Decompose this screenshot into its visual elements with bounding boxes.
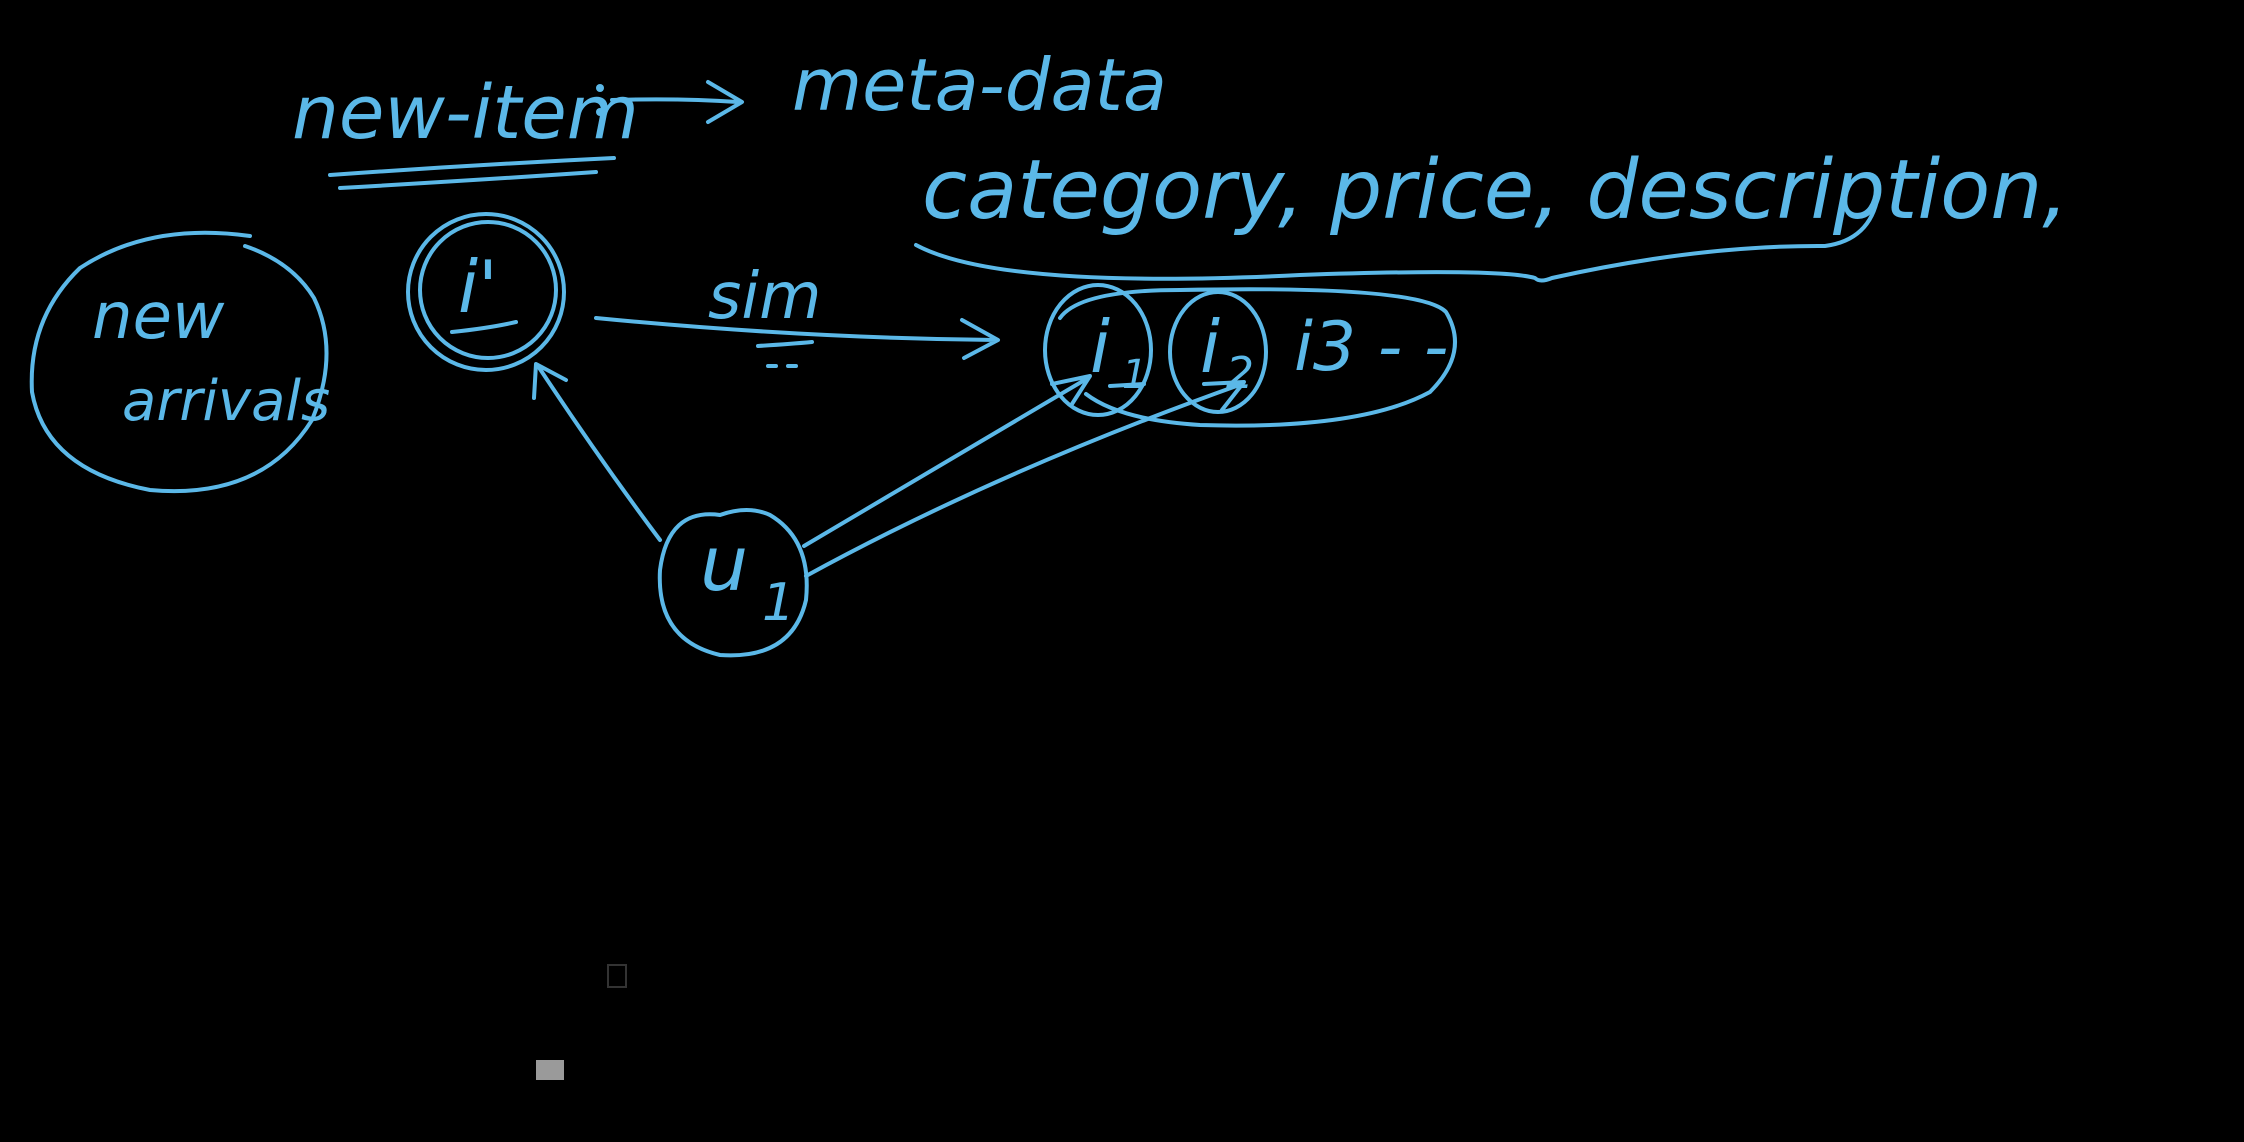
items-enclosure: [1058, 287, 1457, 428]
user-to-new-item-arrow: [532, 362, 662, 542]
item3-label: i3 - -: [1294, 308, 1448, 387]
sim-group: sim: [594, 260, 1000, 368]
user-to-item1-arrow: [802, 374, 1092, 548]
new-arrivals-circle: [29, 230, 329, 494]
sim-label: sim: [708, 260, 821, 334]
new-item-node-underline: [450, 320, 518, 334]
item2-circle: [1168, 290, 1268, 414]
new-item-inner-circle: [418, 220, 558, 360]
item1-circle: [1043, 283, 1153, 417]
artifact-mark-2: [536, 1060, 564, 1080]
user-label: u: [700, 519, 748, 608]
item2-label: i: [1200, 305, 1220, 389]
colon-dot-bottom: [596, 108, 604, 116]
item2-subscript: 2: [1226, 348, 1254, 399]
user-subscript: 1: [762, 573, 795, 633]
attributes-group: category, price, description,: [914, 143, 2068, 283]
meta-data-label: meta-data: [792, 43, 1167, 127]
new-item-underline-2: [338, 170, 598, 190]
item1-subscript: 1: [1122, 352, 1147, 398]
new-item-colon-arrow: [610, 80, 744, 124]
video-artifacts: [536, 964, 627, 1080]
user-arrows: [532, 362, 1246, 578]
new-arrivals-line1: new: [92, 280, 225, 354]
user-node: u 1: [657, 508, 809, 658]
sim-underline: [756, 340, 814, 368]
item1-underline: [1108, 382, 1146, 388]
new-item-underline-1: [328, 156, 616, 177]
attributes-label: category, price, description,: [922, 143, 2068, 238]
item1-label: i: [1090, 305, 1110, 389]
colon-dot-top: [596, 84, 604, 92]
user-circle: [657, 508, 809, 658]
new-item-node: i': [406, 212, 566, 372]
new-item-node-label: i': [458, 245, 498, 329]
user-to-item2-arrow: [804, 380, 1246, 578]
items-group: i 1 i 2 i3 - -: [1043, 283, 1457, 428]
new-arrivals-line2: arrivals: [122, 369, 330, 434]
new-arrivals-group: new arrivals: [29, 230, 330, 494]
new-item-label: new-item: [292, 70, 639, 156]
sim-arrow: [594, 316, 1000, 360]
artifact-mark-1: [607, 964, 627, 988]
new-item-outer-circle: [406, 212, 566, 372]
header-group: new-item meta-data: [292, 43, 1167, 190]
attributes-brace: [914, 194, 1880, 283]
